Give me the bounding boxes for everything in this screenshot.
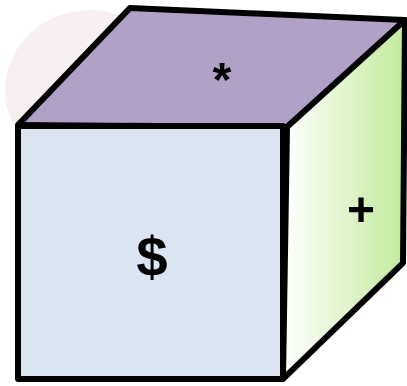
side-face-symbol: + [347, 184, 375, 237]
front-face-symbol: $ [136, 225, 167, 288]
top-face-symbol: * [213, 54, 232, 107]
